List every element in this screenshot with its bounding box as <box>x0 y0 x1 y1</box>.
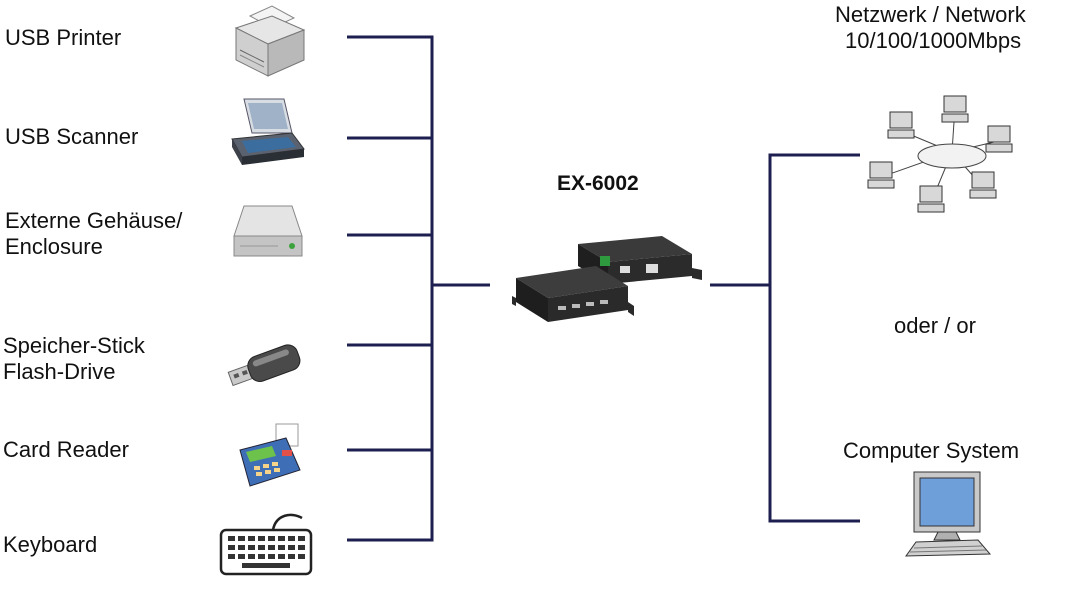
label-usb-scanner: USB Scanner <box>5 124 139 149</box>
computer-label: Computer System <box>843 438 1020 463</box>
network-icon <box>867 95 1013 213</box>
separator-text: oder / or <box>894 313 976 338</box>
hub-title: EX-6002 <box>557 172 639 195</box>
printer-icon <box>234 5 306 77</box>
usb-hub-icon <box>512 236 702 322</box>
label-keyboard: Keyboard <box>3 532 98 557</box>
label-card-reader: Card Reader <box>3 437 129 462</box>
keyboard-icon <box>219 513 313 576</box>
usb-stick-icon <box>227 344 301 387</box>
network-label: Netzwerk / Network 10/100/1000Mbps <box>835 2 1026 53</box>
label-flash-drive: Speicher-Stick Flash-Drive <box>3 333 145 384</box>
label-usb-printer: USB Printer <box>5 25 122 50</box>
scanner-icon <box>231 98 305 165</box>
computer-icon <box>905 471 992 557</box>
label-enclosure: Externe Gehäuse/ Enclosure <box>5 208 183 259</box>
hard-drive-icon <box>233 205 303 257</box>
card-reader-icon <box>239 423 301 487</box>
